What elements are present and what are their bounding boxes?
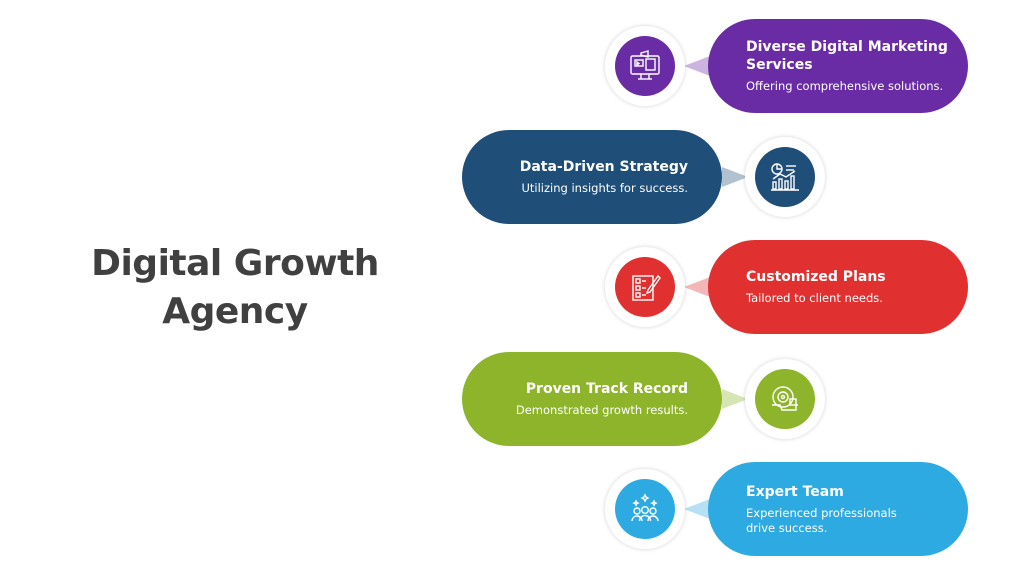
pointer-4 <box>722 389 748 409</box>
pointer-1 <box>684 56 710 76</box>
item-4-desc: Demonstrated growth results. <box>515 403 688 417</box>
main-title: Digital Growth Agency <box>70 240 400 336</box>
target-record-icon <box>772 386 798 411</box>
chart-analytics-icon <box>771 163 799 191</box>
item-4-pill: Proven Track Record Demonstrated growth … <box>462 352 722 446</box>
pointer-3 <box>684 277 710 297</box>
monitor-megaphone-icon <box>630 50 660 80</box>
item-1-pill: Diverse Digital Marketing Services Offer… <box>708 19 968 113</box>
plan-pencil-icon <box>632 274 661 301</box>
item-3-desc: Tailored to client needs. <box>746 291 883 305</box>
item-1-title: Diverse Digital Marketing Services <box>746 39 948 73</box>
pointer-5 <box>684 499 710 519</box>
item-4-title: Proven Track Record <box>525 381 688 397</box>
main-title-line1: Digital Growth <box>91 243 379 284</box>
item-3-title: Customized Plans <box>746 269 886 285</box>
item-5-desc: Experienced professionals drive success. <box>746 505 897 535</box>
item-2-desc: Utilizing insights for success. <box>521 181 688 195</box>
item-3-badge <box>605 247 685 327</box>
item-2-badge <box>745 137 825 217</box>
team-group-icon <box>631 493 659 522</box>
item-2-title: Data-Driven Strategy <box>519 159 688 175</box>
pointer-2 <box>722 167 748 187</box>
item-5-pill: Expert Team Experienced professionals dr… <box>708 462 968 556</box>
item-2-pill: Data-Driven Strategy Utilizing insights … <box>462 130 722 224</box>
item-5-title: Expert Team <box>746 483 844 500</box>
item-3-pill: Customized Plans Tailored to client need… <box>708 240 968 334</box>
item-5-badge <box>605 469 685 549</box>
item-4-badge <box>745 359 825 439</box>
item-1-badge <box>605 26 685 106</box>
item-1-desc: Offering comprehensive solutions. <box>746 79 944 93</box>
main-title-line2: Agency <box>162 291 308 332</box>
